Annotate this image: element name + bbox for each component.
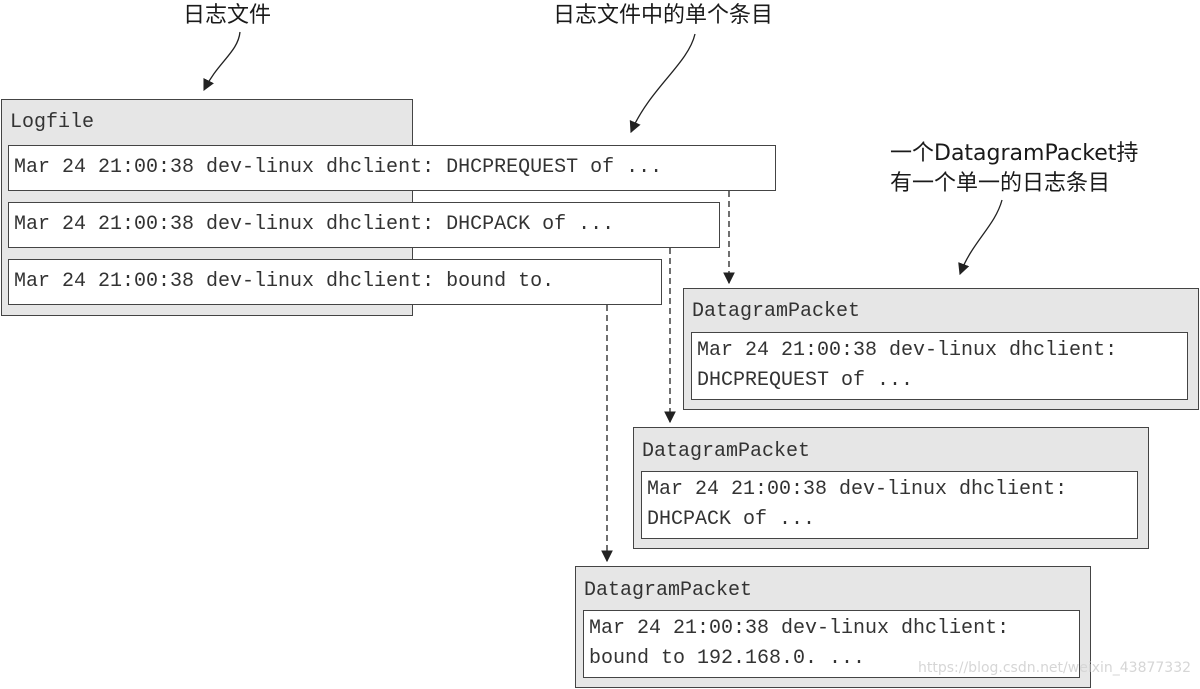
datagram-packet-title: DatagramPacket: [642, 440, 811, 463]
packet-content-line: DHCPREQUEST of ...: [697, 369, 914, 392]
packet-content-line: bound to 192.168.0. ...: [589, 647, 866, 670]
logfile-entry-text: Mar 24 21:00:38 dev-linux dhclient: boun…: [14, 270, 555, 293]
datagram-packet-title: DatagramPacket: [584, 579, 753, 602]
datagram-packet-content: Mar 24 21:00:38 dev-linux dhclient: DHCP…: [641, 471, 1138, 539]
logfile-entry: Mar 24 21:00:38 dev-linux dhclient: DHCP…: [8, 202, 720, 248]
logfile-entry: Mar 24 21:00:38 dev-linux dhclient: DHCP…: [8, 145, 776, 191]
logfile-title: Logfile: [10, 111, 95, 134]
watermark-text: https://blog.csdn.net/weixin_43877332: [918, 660, 1192, 676]
packet-content-line: Mar 24 21:00:38 dev-linux dhclient:: [589, 617, 1010, 640]
callout-logfile: 日志文件: [183, 3, 272, 28]
logfile-entry: Mar 24 21:00:38 dev-linux dhclient: boun…: [8, 259, 662, 305]
logfile-entry-text: Mar 24 21:00:38 dev-linux dhclient: DHCP…: [14, 156, 663, 179]
callout-arrow-single-entry: [629, 33, 696, 134]
callout-arrow-packet: [958, 199, 1003, 276]
datagram-packet-content: Mar 24 21:00:38 dev-linux dhclient: boun…: [583, 610, 1080, 678]
callout-single-entry: 日志文件中的单个条目: [553, 3, 774, 28]
callout-packet-line2: 有一个单一的日志条目: [890, 171, 1111, 196]
packet-content-line: Mar 24 21:00:38 dev-linux dhclient:: [647, 478, 1068, 501]
datagram-packet-title: DatagramPacket: [692, 300, 861, 323]
datagram-packet-content: Mar 24 21:00:38 dev-linux dhclient: DHCP…: [691, 332, 1188, 400]
packet-content-line: DHCPACK of ...: [647, 508, 816, 531]
packet-content-line: Mar 24 21:00:38 dev-linux dhclient:: [697, 339, 1118, 362]
logfile-entry-text: Mar 24 21:00:38 dev-linux dhclient: DHCP…: [14, 213, 615, 236]
callout-arrow-logfile: [203, 31, 241, 92]
callout-packet-line1: 一个DatagramPacket持: [890, 141, 1139, 166]
